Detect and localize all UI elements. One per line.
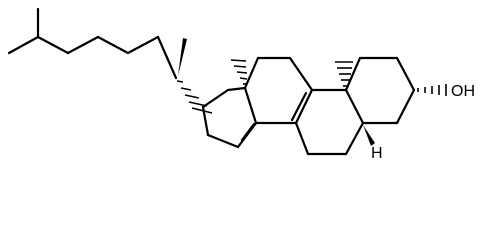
ring-c-bond [243,56,260,90]
steroid-structure-diagram: OH H [7,7,475,162]
ring-a-bond [395,56,416,92]
ring-d [176,80,258,149]
ring-c [243,56,314,125]
ring-d-bond [201,105,210,137]
c17-c20-hashed-bond [176,80,213,114]
c5-hydrogen-label: H [371,145,383,162]
ring-d-bond [206,133,240,149]
ring-b [294,88,365,156]
ring-a-bond [344,56,362,92]
ring-d-bond [226,86,247,92]
ring-a [344,56,416,125]
ring-a-bond [395,88,416,125]
side-chain-bond [126,35,160,55]
ring-b-bond [344,121,365,156]
ring-d-double-bond-inner [240,122,256,142]
side-chain-bond [156,35,178,80]
hydroxyl-label: OH [451,83,475,100]
side-chain-methyl-bond-a [7,35,40,55]
side-chain [7,7,187,80]
ring-c-double-bond [294,88,314,125]
ring-d-bond [243,86,258,125]
c3-hydroxyl-hashed-bond [417,84,447,96]
side-chain-bond [96,35,130,55]
c20-methyl-wedge [178,38,187,76]
ring-c-bond [288,56,314,92]
side-chain-bond [66,35,100,55]
side-chain-bond [36,35,70,55]
c5-hydrogen-wedge [363,125,375,146]
c13-methyl-hashed-bond [230,59,248,85]
ring-b-bond [344,88,365,125]
ring-c-double-bond-inner [290,91,308,122]
ring-d-bond [201,88,230,109]
ring-b-bond [294,121,310,156]
